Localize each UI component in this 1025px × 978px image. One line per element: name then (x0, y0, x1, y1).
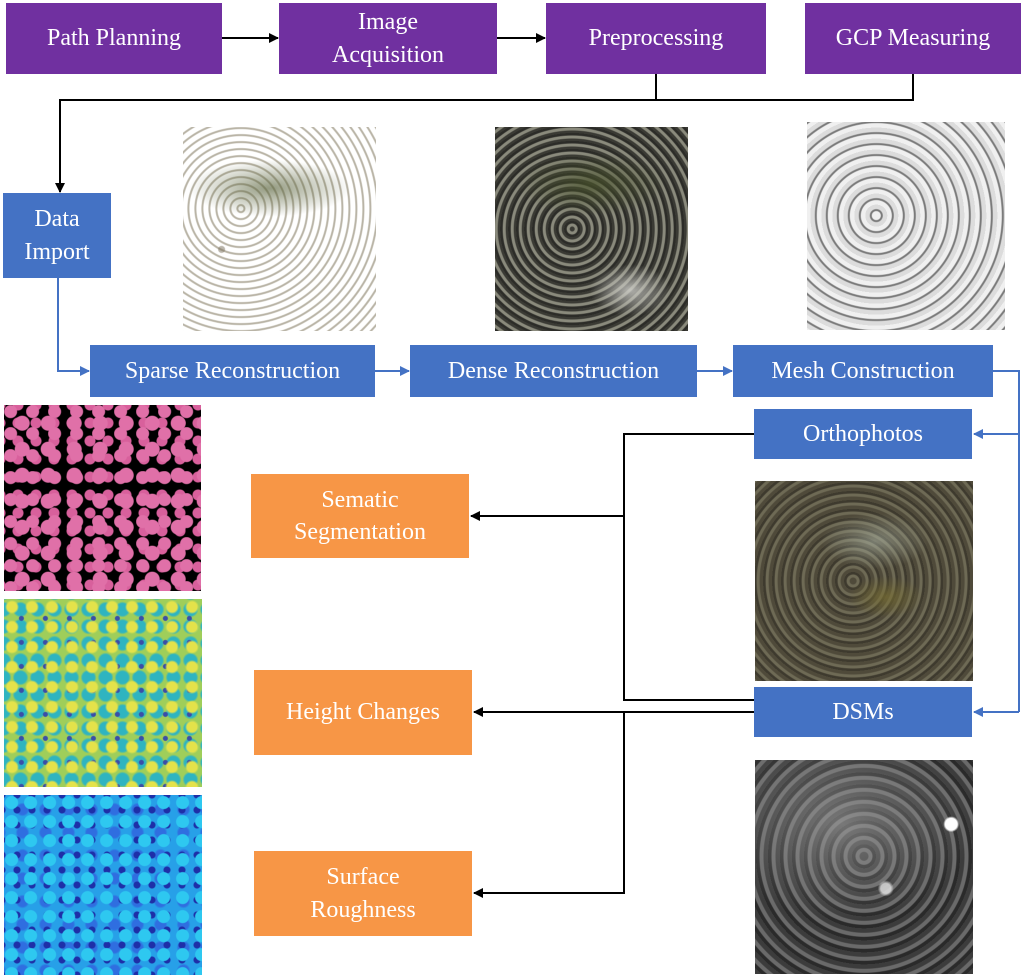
dsms-box: DSMs (754, 687, 972, 737)
mesh-construction-box: Mesh Construction (733, 345, 993, 397)
data-import-box: Data Import (3, 193, 111, 278)
arrow-to-data-import (55, 99, 656, 193)
sparse-point-cloud-image (183, 127, 376, 331)
preprocessing-box: Preprocessing (546, 3, 766, 74)
orthophotos-box: Orthophotos (754, 409, 972, 459)
connector-preprocessing-gcp (655, 74, 914, 101)
dsm-image (755, 760, 973, 974)
dense-reconstruction-box: Dense Reconstruction (410, 345, 697, 397)
gcp-measuring-box: GCP Measuring (805, 3, 1021, 74)
mesh-image (807, 122, 1005, 330)
connector-orthophotos-left (623, 433, 754, 701)
orthophoto-image (755, 481, 973, 681)
sparse-reconstruction-box: Sparse Reconstruction (90, 345, 375, 397)
connector-mesh-right (993, 370, 1020, 712)
arrow-import-to-sparse (57, 278, 90, 376)
segmentation-mask-image (4, 405, 201, 591)
height-changes-box: Height Changes (254, 670, 472, 755)
semantic-segmentation-box: Sematic Segmentation (251, 474, 469, 558)
arrow-to-surface-roughness (473, 712, 625, 898)
dense-point-cloud-image (495, 127, 688, 331)
surface-roughness-box: Surface Roughness (254, 851, 472, 936)
roughness-map-image (4, 795, 202, 975)
path-planning-box: Path Planning (6, 3, 222, 74)
height-change-map-image (4, 599, 202, 787)
image-acquisition-box: Image Acquisition (279, 3, 497, 74)
